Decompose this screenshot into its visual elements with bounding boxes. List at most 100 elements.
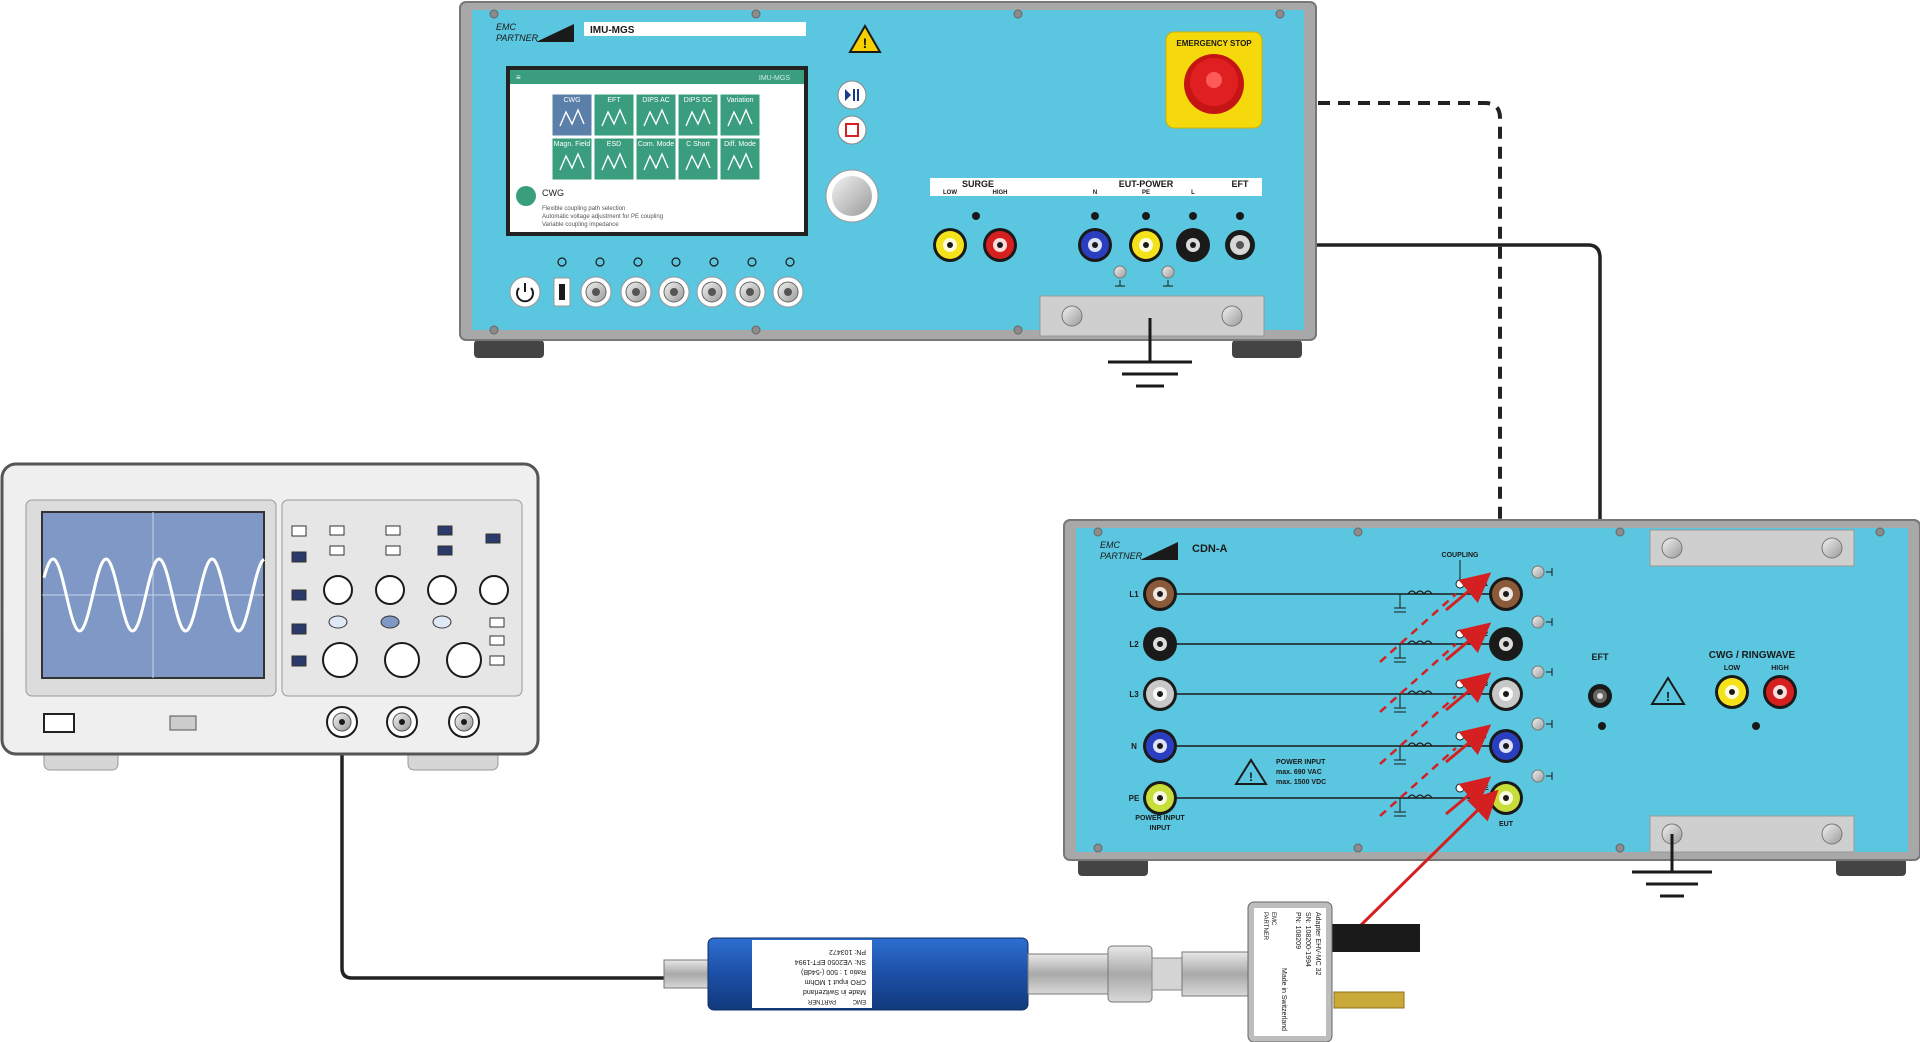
pe-ground-terminal-2[interactable] [1161,265,1175,287]
tile-waveform-icon [643,108,669,127]
generator-bnc-3[interactable] [658,276,690,308]
cwg-info-icon [516,186,536,206]
osc-bnc-input-2[interactable] [386,706,418,738]
svg-text:INPUT: INPUT [1150,825,1172,832]
rotary-knob[interactable] [825,169,879,223]
osc-button[interactable] [489,635,505,646]
generator-bnc-6[interactable] [772,276,804,308]
power-input-socket-l1[interactable] [1143,577,1177,611]
eut-l-socket[interactable] [1176,228,1210,262]
osc-button[interactable] [385,525,401,536]
power-input-box-line2: max. 690 VAC [1276,769,1322,776]
surge-high-label: HIGH [993,190,1008,196]
osc-button[interactable] [437,525,453,536]
power-button[interactable] [509,276,541,308]
test-tile-dips-ac[interactable]: DIPS AC [635,93,677,137]
surge-high-socket[interactable] [983,228,1017,262]
usb-port[interactable] [553,277,571,307]
osc-button[interactable] [291,655,307,667]
eut-output-socket-l1[interactable] [1489,577,1523,611]
test-tile-com-mode[interactable]: Com. Mode [635,137,677,181]
generator-bnc-1[interactable] [580,276,612,308]
generator-bnc-2[interactable] [620,276,652,308]
eut-output-socket-n[interactable] [1489,729,1523,763]
test-tile-diff-mode[interactable]: Diff. Mode [719,137,761,181]
stop-button[interactable] [837,115,867,145]
test-tile-dips-dc[interactable]: DIPS DC [677,93,719,137]
osc-button[interactable] [329,525,345,536]
power-input-socket-l3[interactable] [1143,677,1177,711]
oscilloscope-usb-port[interactable] [169,715,197,731]
menu-icon[interactable]: ≡ [516,73,521,82]
generator-bnc-5[interactable] [734,276,766,308]
cwg-high-socket[interactable] [1763,675,1797,709]
ground-stud-right[interactable] [1221,305,1243,327]
osc-button[interactable] [385,545,401,556]
eut-output-socket-l3[interactable] [1489,677,1523,711]
osc-button[interactable] [489,617,505,628]
test-tile-eft[interactable]: EFT [593,93,635,137]
oscilloscope-power-switch[interactable] [43,713,75,733]
generator-eft-output[interactable] [1225,230,1255,260]
osc-knob[interactable] [479,575,509,605]
osc-knob[interactable] [446,642,482,678]
osc-button[interactable] [291,551,307,563]
power-input-socket-n[interactable] [1143,729,1177,763]
cdn-ground-terminal-n[interactable] [1531,717,1553,731]
coupling-selector-l2[interactable] [1455,629,1465,639]
osc-knob[interactable] [384,642,420,678]
eut-output-socket-l2[interactable] [1489,627,1523,661]
osc-knob[interactable] [375,575,405,605]
eut-pe-socket[interactable] [1129,228,1163,262]
osc-bnc-input-1[interactable] [326,706,358,738]
osc-knob[interactable] [322,642,358,678]
cwg-low-socket[interactable] [1715,675,1749,709]
svg-text:!: ! [863,35,868,51]
osc-bnc-input-3[interactable] [448,706,480,738]
eut-output-socket-pe[interactable] [1489,781,1523,815]
cdn-ground-stud-right[interactable] [1821,823,1843,845]
cdn-ground-terminal-pe[interactable] [1531,769,1553,783]
power-input-socket-pe[interactable] [1143,781,1177,815]
tile-waveform-icon [559,108,585,127]
coupling-selector-l3[interactable] [1455,679,1465,689]
osc-toggle[interactable] [380,615,400,629]
osc-button[interactable] [291,525,307,537]
eut-n-socket[interactable] [1078,228,1112,262]
generator-bnc-4[interactable] [696,276,728,308]
cdn-eft-input-socket[interactable] [1588,684,1612,708]
emergency-stop-button[interactable]: EMERGENCY STOP [1165,31,1263,129]
test-tile-magn-field[interactable]: Magn. Field [551,137,593,181]
test-tile-esd[interactable]: ESD [593,137,635,181]
osc-button[interactable] [437,545,453,556]
osc-button[interactable] [291,623,307,635]
pe-ground-terminal-1[interactable] [1113,265,1127,287]
test-tile-cwg[interactable]: CWG [551,93,593,137]
osc-button[interactable] [485,533,501,544]
coupling-selector-pe[interactable] [1455,783,1465,793]
selected-test-title: CWG [542,188,564,198]
osc-button[interactable] [489,655,505,666]
cdn-ground-terminal-l1[interactable] [1531,565,1553,579]
test-tile-variation[interactable]: Variation [719,93,761,137]
osc-knob[interactable] [427,575,457,605]
play-pause-button[interactable] [837,80,867,110]
test-tile-c-short[interactable]: C Short [677,137,719,181]
cdn-ground-terminal-l3[interactable] [1531,665,1553,679]
line-label-l3: L3 [1129,690,1139,699]
osc-button[interactable] [291,589,307,601]
osc-knob[interactable] [323,575,353,605]
coupling-selector-l1[interactable] [1455,579,1465,589]
osc-button[interactable] [329,545,345,556]
tile-waveform-icon [643,152,669,171]
cdn-ground-terminal-l2[interactable] [1531,615,1553,629]
surge-low-socket[interactable] [933,228,967,262]
ground-stud-left[interactable] [1061,305,1083,327]
link-icon [595,257,605,267]
power-input-socket-l2[interactable] [1143,627,1177,661]
osc-toggle[interactable] [328,615,348,629]
coupling-selector-n[interactable] [1455,731,1465,741]
attenuator-ratio: Ratio 1 : 500 (-54dB) [801,968,866,975]
osc-toggle[interactable] [432,615,452,629]
